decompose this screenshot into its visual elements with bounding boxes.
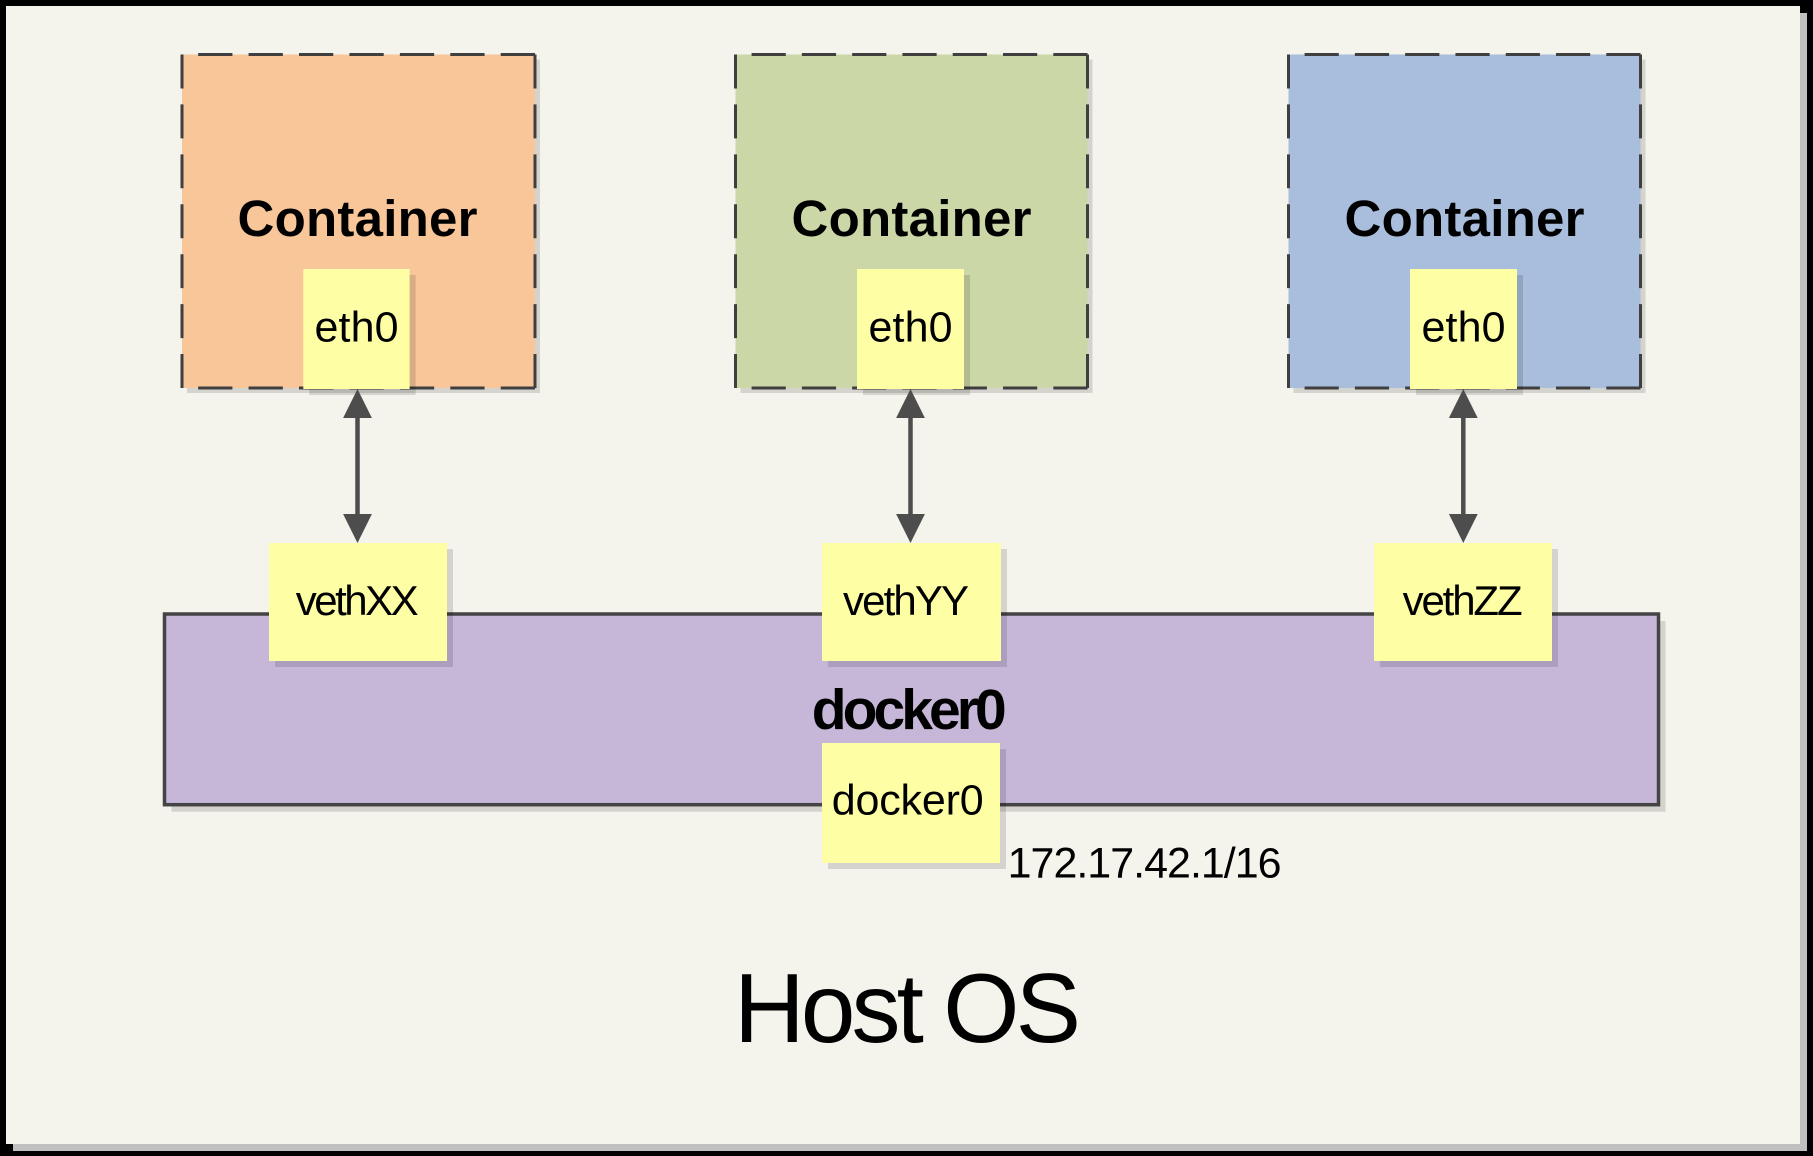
svg-text:docker0: docker0 [812, 678, 1007, 742]
svg-text:Container: Container [238, 190, 478, 247]
svg-text:vethXX: vethXX [296, 577, 419, 624]
svg-text:eth0: eth0 [315, 303, 399, 351]
svg-text:vethYY: vethYY [843, 577, 969, 624]
svg-text:Container: Container [792, 190, 1032, 247]
svg-text:eth0: eth0 [869, 303, 953, 351]
svg-text:172.17.42.1/16: 172.17.42.1/16 [1008, 840, 1282, 888]
svg-text:Container: Container [1345, 190, 1585, 247]
svg-text:docker0: docker0 [832, 776, 984, 824]
svg-text:eth0: eth0 [1422, 303, 1506, 351]
svg-text:Host OS: Host OS [734, 953, 1081, 1063]
svg-text:vethZZ: vethZZ [1403, 577, 1523, 624]
